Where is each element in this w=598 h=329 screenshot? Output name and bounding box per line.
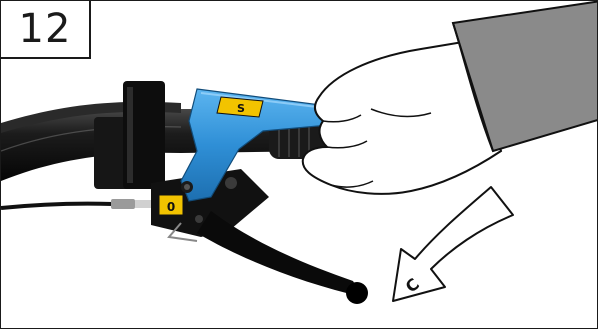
clamp-block: [94, 81, 165, 189]
step-number-box: 12: [1, 1, 91, 59]
control-cable: [1, 197, 159, 211]
curved-down-left-arrow-icon: C: [393, 187, 513, 301]
step-number: 12: [19, 6, 72, 52]
bracket-warning-sign: 0: [159, 195, 183, 215]
lever-warning-decal: S: [217, 97, 263, 117]
lever-sign-label: S: [237, 102, 245, 115]
bracket-sign-label: 0: [167, 200, 175, 214]
